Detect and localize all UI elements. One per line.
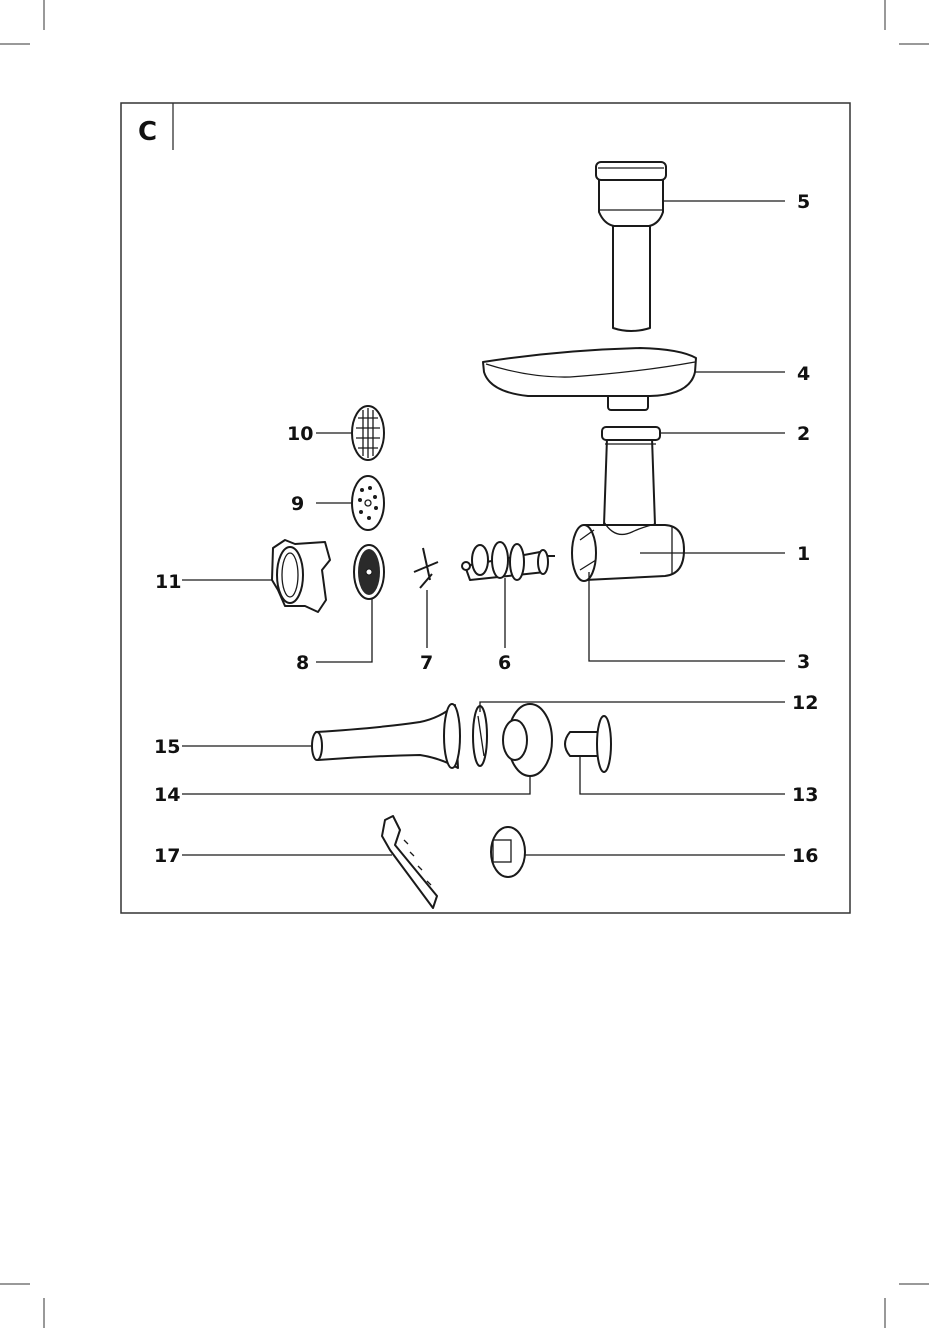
part-14-adapter — [502, 703, 553, 777]
part-11-ring-nut — [271, 539, 331, 613]
part-2-ring — [601, 426, 661, 445]
label-9: 9 — [291, 493, 304, 515]
label-10: 10 — [287, 423, 313, 445]
label-15: 15 — [154, 736, 180, 758]
label-13: 13 — [792, 784, 818, 806]
part-12-spacer — [472, 705, 488, 767]
label-8: 8 — [296, 652, 309, 674]
label-12: 12 — [792, 692, 818, 714]
label-2: 2 — [797, 423, 810, 445]
part-17-tool — [381, 815, 438, 909]
section-letter: C — [138, 117, 157, 147]
part-13-kebbe-attachment — [564, 715, 612, 773]
part-1-grinder-body — [571, 437, 685, 582]
part-9-medium-plate — [351, 475, 385, 531]
part-8-fine-plate — [353, 544, 385, 600]
label-16: 16 — [792, 845, 818, 867]
label-11: 11 — [155, 571, 181, 593]
figure-frame — [120, 102, 851, 914]
leader-lines — [182, 200, 785, 856]
part-labels: 5 4 2 1 3 10 9 11 8 7 6 12 15 14 13 17 1… — [154, 191, 818, 867]
label-17: 17 — [154, 845, 180, 867]
part-10-coarse-plate — [351, 405, 385, 461]
part-6-auger — [461, 541, 555, 581]
label-7: 7 — [420, 652, 433, 674]
label-14: 14 — [154, 784, 180, 806]
label-6: 6 — [498, 652, 511, 674]
label-3: 3 — [797, 651, 810, 673]
part-5-pusher — [595, 161, 667, 332]
part-4-tray — [482, 347, 697, 411]
part-15-sausage-funnel — [311, 703, 461, 769]
part-7-knife — [413, 547, 439, 589]
part-16-cap — [490, 826, 526, 878]
label-1: 1 — [797, 543, 810, 565]
label-4: 4 — [797, 363, 810, 385]
label-5: 5 — [797, 191, 810, 213]
